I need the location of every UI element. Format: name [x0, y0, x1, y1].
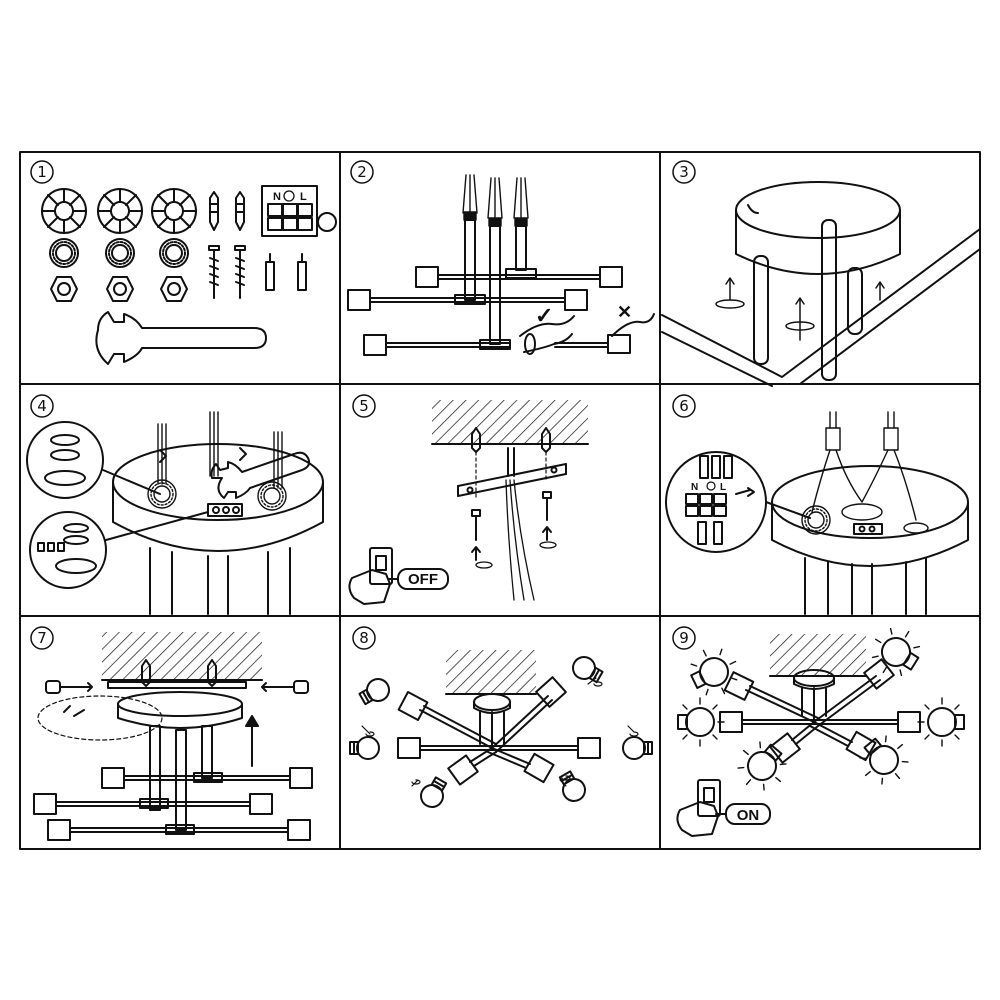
- decorative-screw-icon: [46, 681, 308, 693]
- step-3-number: 3: [673, 161, 695, 183]
- svg-text:7: 7: [37, 629, 47, 647]
- check-mark: ✓: [535, 303, 553, 328]
- arm-bars-icon: [34, 768, 312, 840]
- hand-wrong-icon: [555, 314, 654, 353]
- step-6-panel: 6 N L: [666, 395, 968, 614]
- mounting-bracket-icon: [108, 660, 246, 688]
- terminal-block-icon: [208, 504, 242, 516]
- hex-nut-icon: [50, 276, 188, 302]
- step-8-panel: 8: [349, 627, 653, 813]
- gear-washer-icon: [41, 188, 197, 234]
- wire-bundle-icon: [463, 175, 528, 226]
- svg-text:N: N: [273, 191, 281, 203]
- canopy-icon: [794, 670, 834, 720]
- wire-connector-icon: [266, 254, 306, 290]
- step-8-number: 8: [353, 627, 375, 649]
- ceiling-icon: [102, 632, 262, 680]
- arm-bars-icon: [397, 677, 601, 784]
- detail-callout-icon: [27, 422, 208, 588]
- switch-on-label: ON: [737, 807, 760, 824]
- step-2-number: 2: [351, 161, 373, 183]
- canopy-open-icon: [772, 466, 968, 614]
- canopy-icon: [736, 182, 900, 274]
- wire-bundle-icon: [147, 412, 287, 511]
- step-1-number: 1: [31, 161, 53, 183]
- up-arrow-icon: [246, 716, 258, 766]
- svg-text:9: 9: [679, 629, 689, 647]
- hand-correct-icon: [520, 316, 574, 354]
- screw-icon: [209, 246, 245, 298]
- step-5-panel: 5: [349, 395, 588, 604]
- wire-bundle-icon: [801, 412, 928, 535]
- step-5-number: 5: [353, 395, 375, 417]
- svg-text:L: L: [720, 482, 726, 493]
- svg-text:8: 8: [359, 629, 369, 647]
- canopy-icon: [474, 694, 510, 748]
- wrench-icon: [212, 453, 310, 498]
- arm-bars-icon: [719, 659, 921, 762]
- wire-bundle-icon: [506, 480, 534, 600]
- svg-text:4: 4: [37, 397, 47, 415]
- threaded-rods-icon: [754, 220, 862, 380]
- wall-switch-icon: ON: [677, 780, 770, 836]
- ceiling-icon: [446, 650, 536, 694]
- crossbar-icon: [662, 229, 980, 386]
- screw-icon: [472, 492, 556, 568]
- step-3-panel: 3: [662, 161, 980, 386]
- svg-text:2: 2: [357, 163, 367, 181]
- rotate-arrow-icon: [362, 678, 638, 786]
- svg-text:1: 1: [37, 163, 47, 181]
- rotate-arrow-icon: [716, 278, 884, 340]
- step-1-panel: 1 N L: [31, 161, 336, 364]
- canopy-icon: [38, 692, 242, 740]
- step-7-number: 7: [31, 627, 53, 649]
- terminal-block-icon: [854, 524, 882, 534]
- step-9-panel: 9: [673, 617, 965, 836]
- wall-anchor-icon: [210, 192, 244, 230]
- svg-text:L: L: [300, 191, 307, 203]
- mounting-bracket-icon: [458, 448, 566, 496]
- svg-text:3: 3: [679, 163, 689, 181]
- lock-washer-icon: [49, 238, 189, 268]
- terminal-block-icon: N L: [262, 186, 336, 236]
- step-4-number: 4: [31, 395, 53, 417]
- arm-bars-icon: [348, 267, 622, 355]
- step-6-number: 6: [673, 395, 695, 417]
- ceiling-icon: [432, 400, 588, 444]
- cross-mark: ✕: [617, 302, 632, 322]
- step-9-number: 9: [673, 627, 695, 649]
- center-rods-icon: [150, 726, 212, 830]
- svg-text:N: N: [691, 482, 698, 493]
- step-4-panel: 4: [27, 395, 323, 614]
- ceiling-icon: [770, 634, 866, 676]
- step-2-panel: 2 ✓: [348, 161, 654, 355]
- step-7-panel: 7: [31, 627, 312, 840]
- center-rods-icon: [465, 220, 526, 344]
- panel-grid: [20, 152, 980, 849]
- svg-text:6: 6: [679, 397, 689, 415]
- wrench-icon: [96, 312, 266, 364]
- svg-text:5: 5: [359, 397, 369, 415]
- wall-anchor-icon: [472, 428, 550, 500]
- detail-callout-icon: N L: [666, 452, 810, 552]
- wall-switch-icon: OFF: [349, 548, 448, 604]
- switch-off-label: OFF: [408, 571, 438, 588]
